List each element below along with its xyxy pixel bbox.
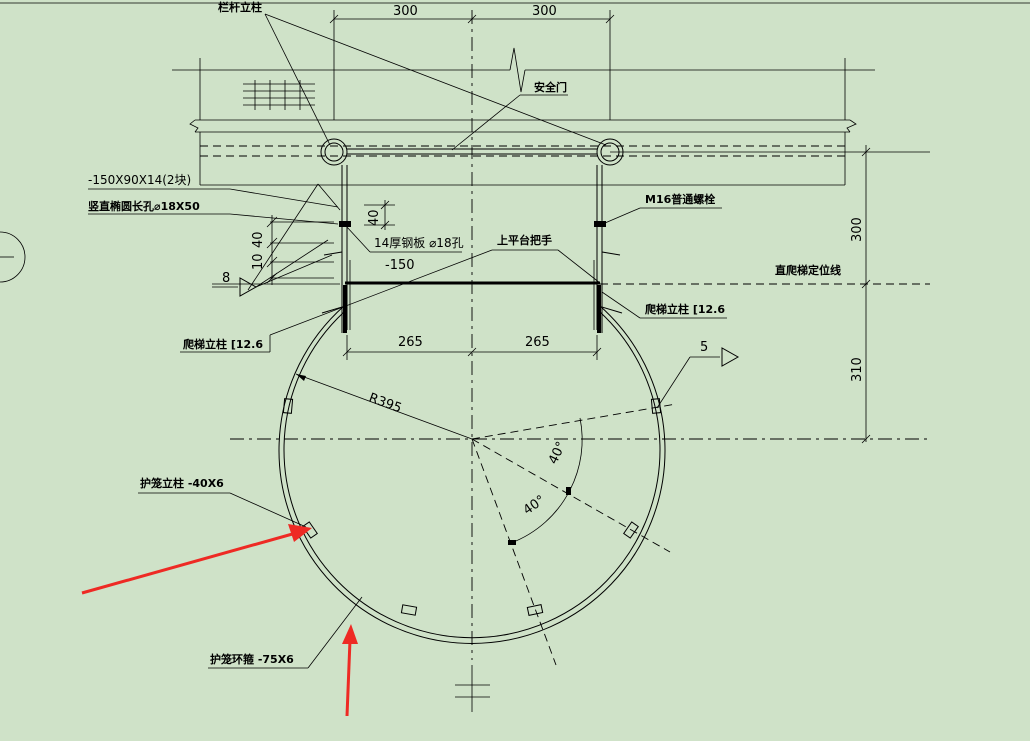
label-angle-1: 40° [546,439,569,466]
label-cage-post: 护笼立柱 -40X6 [140,476,224,490]
red-arrow-cage-hoop [342,624,358,717]
label-angle-2: 40° [521,493,548,519]
top-dimension: 300 300 [329,4,615,120]
dim-side-310: 310 [850,357,865,382]
label-cage-hoop: 护笼环箍 -75X6 [210,652,294,666]
cage-hoop-circle [278,305,666,644]
dim-40-plate: 40 [367,209,382,226]
label-ladder-post-left: 爬梯立柱 [12.6 [183,337,263,351]
dim-top-left: 300 [393,4,418,19]
dim-40-left: 40 [251,231,266,248]
dim-top-right: 300 [532,4,557,19]
left-edge-symbol [0,231,26,283]
cage-posts [282,398,662,616]
weld-symbol-8: 8 [212,239,333,297]
plate-40-dim: 40 [364,200,395,230]
label-ladder-post-right: 爬梯立柱 [12.6 [645,302,725,316]
left-small-dims: 40 10 [251,215,334,285]
brackets [321,251,623,333]
right-dimensions: 300 310 [610,145,930,444]
stringer-left-weld [343,285,347,333]
svg-text:8: 8 [222,271,230,286]
svg-text:5: 5 [700,340,708,355]
platform-edge [172,47,875,186]
label-safety-door: 安全门 [534,80,567,94]
weld-symbol-5: 5 [656,340,740,409]
label-vertical-hole: 竖直椭圆长孔⌀18X50 [88,199,200,213]
stringer-right-weld [597,285,601,333]
dim-bottom-left: 265 [398,335,423,350]
wall-hatch [243,80,315,110]
label-radius: R395 [367,391,404,417]
label-railing-post: 栏杆立柱 [218,0,262,14]
dim-bottom-right: 265 [525,335,550,350]
red-arrow-cage-post [81,524,312,595]
bolt-left [339,221,351,227]
bottom-dimension: 265 265 [342,335,602,360]
label-ladder-line: 直爬梯定位线 [775,263,841,277]
railing-posts [320,138,624,166]
label-m16-bolt: M16普通螺栓 [645,192,715,206]
label-plate-150: -150X90X14(2块) [88,173,191,187]
label-plate-14: 14厚钢板 ⌀18孔 [374,236,464,250]
dim-side-300: 300 [850,217,865,242]
bolt-right [594,221,606,227]
radius-line [295,373,473,440]
label-upper-handrail: 上平台把手 [497,233,552,247]
label-minus-150: -150 [385,258,415,273]
dim-10-left: 10 [251,253,266,270]
